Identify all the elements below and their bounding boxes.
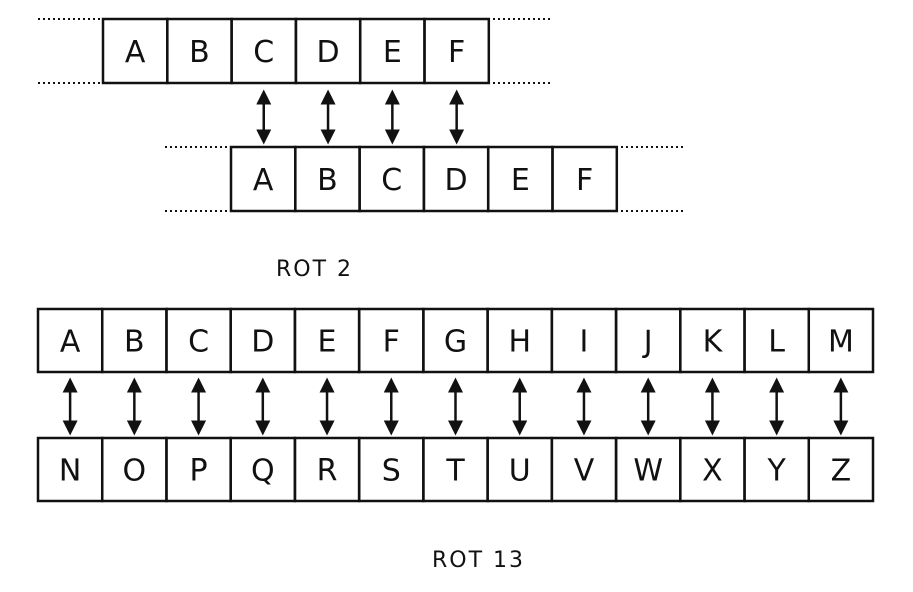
rot13-bottom-cell-letter: W [633, 454, 663, 489]
rot2-arrows [256, 89, 465, 145]
rot13-top-cell-letter: A [60, 325, 81, 360]
rot2-bottom-cell-letter: D [444, 163, 467, 198]
rot13-bottom-cell-z: Z [807, 436, 875, 503]
rot13-top-cell-k: K [679, 307, 746, 374]
rot2-bottom-cell-e: E [486, 145, 554, 213]
rot13-bottom-cell-letter: P [190, 454, 208, 489]
rot2-top-cells: A B C D E F [101, 17, 491, 85]
rot13-bottom-cell-q: Q [229, 436, 297, 503]
rot13-bottom-cell-t: T [422, 436, 489, 503]
rot13-bottom-cell-letter: Y [766, 454, 786, 489]
rot13-bottom-cell-u: U [486, 436, 554, 503]
rot13-bottom-cell-letter: R [317, 454, 338, 489]
rot13-top-cell-letter: K [703, 325, 724, 360]
rot13-top-cell-letter: L [768, 325, 785, 360]
rot2-top-cell-letter: F [448, 35, 465, 70]
rot13-top-cell-letter: I [580, 325, 589, 360]
rot13-bottom-cell-w: W [614, 436, 682, 503]
rot2-top-cell-box [423, 17, 491, 85]
rot13-top-cell-f: F [357, 307, 425, 374]
rot13-top-cell-c: C [165, 307, 232, 374]
rot2-bottom-cell-d: D [422, 145, 490, 213]
rot2-bottom-cell-box [551, 145, 619, 213]
rot13-top-cell-letter: F [383, 325, 400, 360]
rot13-top-cell-e: E [293, 307, 361, 374]
rot13-top-cell-a: A [36, 307, 104, 374]
rot2-top-cell-letter: A [125, 35, 146, 70]
rot13-top-cell-letter: J [642, 325, 653, 360]
rot13-bottom-cell-r: R [293, 436, 361, 503]
rot13-top-cell-letter: D [251, 325, 274, 360]
rot2-bottom-cell-a: A [229, 145, 297, 213]
rot13-bottom-cell-letter: T [445, 454, 465, 489]
rot13-top-cell-j: J [614, 307, 682, 374]
rot2-caption: ROT 2 [276, 257, 353, 282]
rot13-top-cell-d: D [229, 307, 297, 374]
rot13-bottom-cell-letter: Q [251, 454, 275, 489]
rot13-top-cell-letter: H [508, 325, 531, 360]
rot13-bottom-cell-x: X [679, 436, 746, 503]
rot13-bottom-cell-letter: V [574, 454, 595, 489]
rot13-top-cell-box [807, 307, 875, 374]
rot2-top-cell-b: B [166, 17, 233, 85]
rot13-bottom-cell-letter: U [509, 454, 531, 489]
rot13-bottom-cell-v: V [550, 436, 618, 503]
rot13-top-cell-letter: B [124, 325, 145, 360]
rot13-bottom-cell-p: P [165, 436, 232, 503]
rot2-top-strip: A B C D E F [38, 17, 553, 85]
rot13-bottom-cell-s: S [357, 436, 425, 503]
rot2-bottom-cell-f: F [551, 145, 619, 213]
rot13-bottom-cells: N O P Q R S T U V W X Y Z [36, 436, 875, 503]
rot2-bottom-cell-c: C [358, 145, 426, 213]
rot13-top-cell-letter: E [318, 325, 337, 360]
rot2-bottom-cells: A B C D E F [229, 145, 619, 213]
rot13-top-cell-letter: M [828, 325, 854, 360]
rot13-bottom-cell-n: N [36, 436, 104, 503]
rot13-top-cell-l: L [743, 307, 811, 374]
rot13-top-cell-letter: C [188, 325, 209, 360]
rot2-top-cell-letter: B [189, 35, 210, 70]
rot13-top-cell-i: I [550, 307, 618, 374]
rot13-top-cell-m: M [807, 307, 875, 374]
rot2-bottom-cell-letter: B [317, 163, 338, 198]
rot2-top-cell-letter: E [383, 35, 402, 70]
rot2-bottom-cell-letter: F [576, 163, 593, 198]
rot13-bottom-cell-box [807, 436, 875, 503]
rot13-bottom-cell-y: Y [743, 436, 811, 503]
rot13-bottom-cell-letter: S [382, 454, 401, 489]
rot13-bottom-cell-o: O [100, 436, 168, 503]
rot2-bottom-cell-letter: C [381, 163, 402, 198]
rot2-top-cell-a: A [101, 17, 169, 85]
rot2-top-cell-letter: D [316, 35, 339, 70]
rot13-top-cells: A B C D E F G H I J K L M [36, 307, 875, 374]
rot2-bottom-cell-b: B [294, 145, 361, 213]
rot13-caption: ROT 13 [432, 548, 525, 573]
rot2-top-cell-letter: C [253, 35, 274, 70]
rot2-top-cell-e: E [358, 17, 426, 85]
rot13-top-cell-g: G [422, 307, 489, 374]
rot2-bottom-cell-letter: E [511, 163, 530, 198]
rot13-arrows [62, 377, 849, 436]
rot13-top-cell-h: H [486, 307, 554, 374]
rot2-top-cell-c: C [230, 17, 298, 85]
rot2-top-cell-d: D [294, 17, 362, 85]
rot2-bottom-strip: A B C D E F [165, 145, 683, 213]
rot2-bottom-cell-letter: A [253, 163, 274, 198]
rot13-bottom-cell-letter: Z [831, 454, 852, 489]
rot13-bottom-cell-letter: X [702, 454, 723, 489]
rot13-bottom-cell-letter: N [59, 454, 81, 489]
rot13-top-cell-letter: G [444, 325, 467, 360]
rot2-top-cell-f: F [423, 17, 491, 85]
rot13-bottom-cell-letter: O [123, 454, 147, 489]
rot13-top-cell-b: B [100, 307, 168, 374]
